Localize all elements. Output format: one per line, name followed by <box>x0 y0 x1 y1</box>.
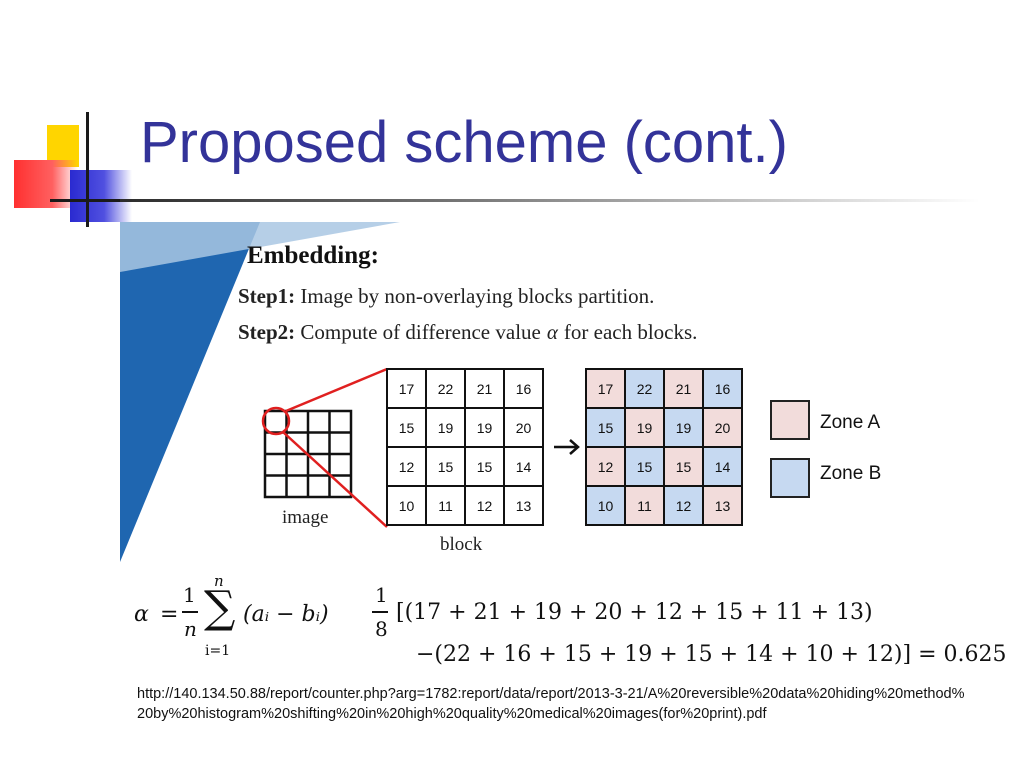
light-blue-band-decoration <box>120 222 400 272</box>
formula-fraction-bar <box>182 611 198 613</box>
figure-graphics <box>120 222 580 562</box>
logo-horizontal-line <box>50 199 136 202</box>
zone-a-cell: 12 <box>585 446 626 487</box>
zone-a-cell: 15 <box>663 446 704 487</box>
formula-frac-denominator: n <box>184 617 197 641</box>
embedding-figure: Embedding: Step1: Image by non-overlayin… <box>120 222 1006 678</box>
formula-sum-upper: n <box>214 572 224 590</box>
zone-b-cell: 19 <box>663 407 704 448</box>
block-label: block <box>440 534 483 555</box>
step1-text: Image by non-overlaying blocks partition… <box>300 284 655 308</box>
block-cell: 15 <box>464 446 505 487</box>
zone-b-cell: 15 <box>624 446 665 487</box>
block-cell: 20 <box>503 407 544 448</box>
block-cell: 22 <box>425 368 466 409</box>
block-cell: 12 <box>464 485 505 526</box>
zone-a-label: Zone A <box>820 412 881 433</box>
block-cell: 21 <box>464 368 505 409</box>
zone-b-cell: 14 <box>702 446 743 487</box>
block-cell: 19 <box>425 407 466 448</box>
zone-b-cell: 16 <box>702 368 743 409</box>
zone-b-cell: 12 <box>663 485 704 526</box>
block-highlight-circle <box>261 406 291 436</box>
formula-eighth-numerator: 1 <box>375 583 388 607</box>
step1-line: Step1: Image by non-overlaying blocks pa… <box>238 284 654 309</box>
step1-label: Step1: <box>238 284 296 308</box>
zone-a-cell: 13 <box>702 485 743 526</box>
block-cell: 19 <box>464 407 505 448</box>
alpha-symbol: α <box>546 320 558 344</box>
formula-line2: −(22 + 16 + 15 + 19 + 15 + 14 + 10 + 12)… <box>416 642 1007 667</box>
zone-a-cell: 11 <box>624 485 665 526</box>
zone-a-cell: 21 <box>663 368 704 409</box>
step2-label: Step2: <box>238 320 296 344</box>
zone-a-cell: 20 <box>702 407 743 448</box>
source-url-link[interactable]: http://140.134.50.88/report/counter.php?… <box>137 686 965 722</box>
image-label: image <box>282 507 329 528</box>
zone-b-swatch <box>770 458 810 498</box>
formula-frac-numerator: 1 <box>183 583 196 607</box>
zone-a-cell: 17 <box>585 368 626 409</box>
zone-a-swatch <box>770 400 810 440</box>
arrow-right-icon <box>554 439 580 455</box>
embedding-heading: Embedding: <box>247 242 379 269</box>
logo-blue-square <box>70 170 132 222</box>
block-cell: 14 <box>503 446 544 487</box>
formula-alpha: α <box>134 602 149 627</box>
zone-b-label: Zone B <box>820 463 882 484</box>
title-underline <box>120 199 980 202</box>
zone-b-cell: 10 <box>585 485 626 526</box>
step2-text-before: Compute of difference value <box>300 320 541 344</box>
slide-title: Proposed scheme (cont.) <box>140 110 788 175</box>
formula-eighth-denominator: 8 <box>375 617 388 641</box>
block-cell: 17 <box>386 368 427 409</box>
zone-b-cell: 22 <box>624 368 665 409</box>
block-cell: 15 <box>386 407 427 448</box>
zone-a-cell: 19 <box>624 407 665 448</box>
formula-sum-symbol: ∑ <box>204 582 236 633</box>
zoom-line-bottom <box>282 431 388 528</box>
block-cell: 10 <box>386 485 427 526</box>
formula-line1: [(17 + 21 + 19 + 20 + 12 + 15 + 11 + 13) <box>396 600 873 625</box>
formula-eighth-bar <box>372 611 388 613</box>
block-cell: 12 <box>386 446 427 487</box>
block-cell: 13 <box>503 485 544 526</box>
zoom-line-top <box>285 367 388 413</box>
block-cell: 11 <box>425 485 466 526</box>
block-cell: 16 <box>503 368 544 409</box>
logo-vertical-line <box>86 112 89 227</box>
step2-text-after: for each blocks. <box>563 320 698 344</box>
formula-sum-term: (aᵢ − bᵢ) <box>243 602 329 627</box>
formula-sum-lower: i=1 <box>205 643 231 659</box>
formula-equals: = <box>160 602 179 627</box>
block-cell: 15 <box>425 446 466 487</box>
zone-b-cell: 15 <box>585 407 626 448</box>
blue-triangle-decoration <box>120 222 260 562</box>
